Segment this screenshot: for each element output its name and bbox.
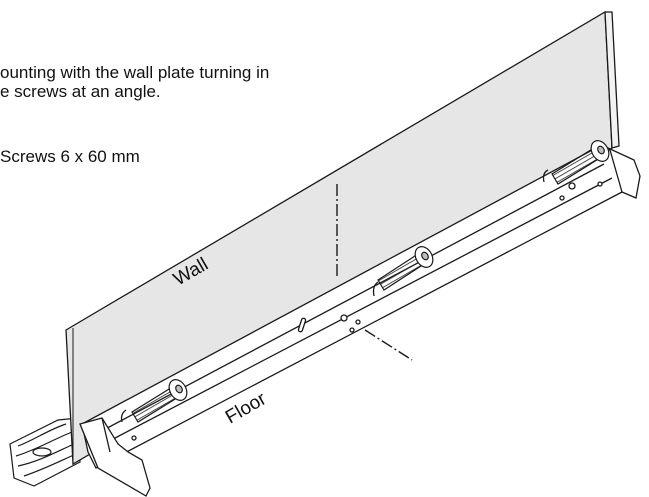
center-marks (336, 184, 413, 361)
instruction-line-2: e screws at an angle. (0, 82, 161, 101)
screw-left (131, 379, 188, 423)
wood-block (9, 417, 81, 487)
instruction-line-1: ounting with the wall plate turning in (0, 63, 270, 82)
screw-spec-label: Screws 6 x 60 mm (0, 147, 140, 166)
screw-right (551, 140, 610, 185)
wall-panel (65, 10, 620, 466)
screw-middle (377, 246, 434, 291)
